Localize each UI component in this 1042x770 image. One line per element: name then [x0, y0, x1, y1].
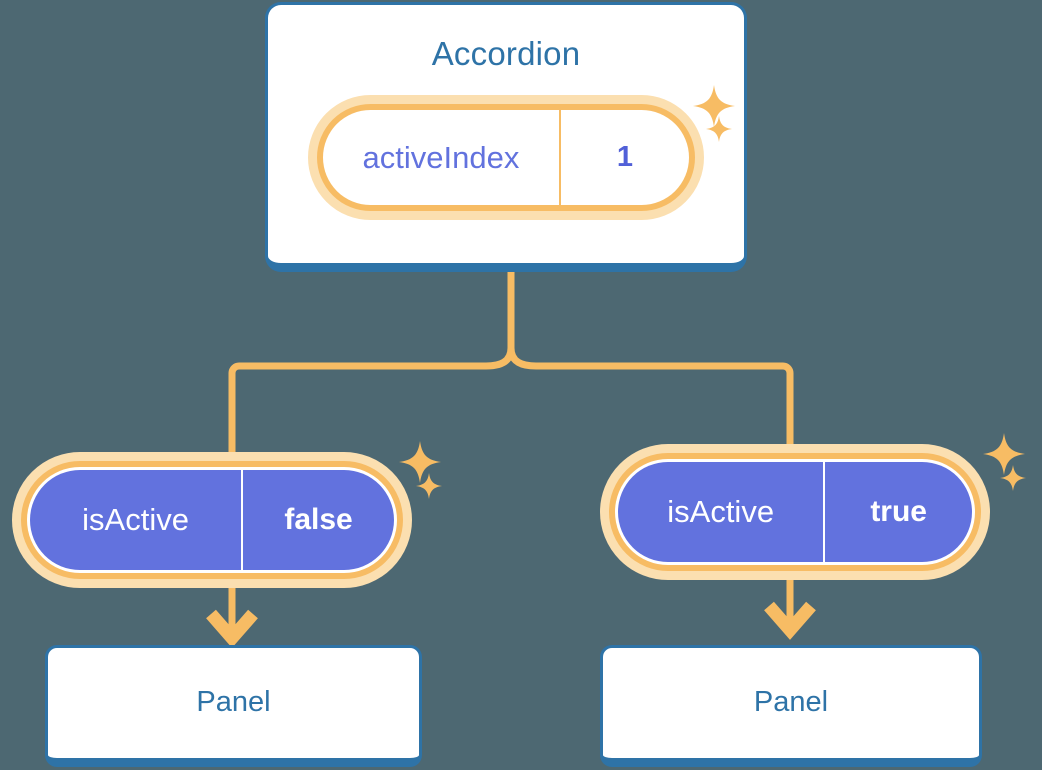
state-pill-inner: activeIndex 1 — [323, 110, 689, 205]
state-key-label: activeIndex — [323, 110, 561, 205]
connector-junction-flare — [239, 347, 515, 370]
connector-right-drop — [782, 362, 794, 455]
panel-title: Panel — [753, 685, 829, 718]
sparkle-icon-right-large — [982, 432, 1026, 476]
sparkle-icon-right-small — [999, 464, 1027, 492]
sparkle-icon-left-small — [415, 472, 443, 500]
panel-title: Panel — [196, 685, 271, 718]
arrow-down-icon-left — [206, 609, 258, 648]
state-pill-is-active-right[interactable]: isActive true — [600, 444, 990, 580]
connector-junction-flare-right — [507, 347, 783, 370]
state-pill-active-index[interactable]: activeIndex 1 — [308, 95, 704, 220]
state-pill-is-active-left[interactable]: isActive false — [12, 452, 412, 588]
state-pill-inner: isActive true — [615, 459, 975, 565]
state-pill-inner: isActive false — [27, 467, 397, 573]
state-value-label: false — [243, 470, 394, 570]
state-key-label: isActive — [618, 462, 824, 562]
sparkle-icon-left-large — [398, 440, 442, 484]
state-value-label: true — [825, 462, 972, 562]
state-key-label: isActive — [30, 470, 242, 570]
panel-card-left[interactable]: Panel — [45, 645, 422, 767]
panel-card-right[interactable]: Panel — [600, 645, 982, 767]
state-value-label: 1 — [616, 141, 634, 173]
arrow-down-icon-right — [764, 601, 816, 640]
page-title: Accordion — [431, 35, 581, 72]
connector-left-drop — [228, 362, 240, 462]
